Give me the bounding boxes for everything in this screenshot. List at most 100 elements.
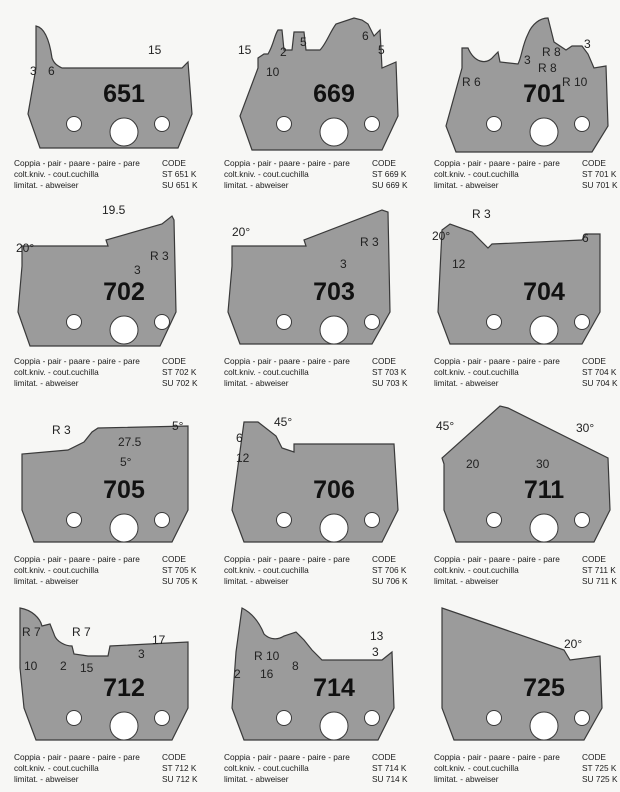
su-code: SU 712 K: [162, 774, 198, 784]
caption-limiter-label: limitat. - abweiser: [224, 378, 289, 388]
center-hole: [319, 315, 349, 345]
right-hole: [574, 512, 590, 528]
profile-number: 712: [103, 674, 145, 702]
caption-limiter-label: limitat. - abweiser: [434, 576, 499, 586]
dimension-label: 15: [238, 43, 252, 57]
caption-limiter-label: limitat. - abweiser: [14, 576, 79, 586]
left-hole: [66, 512, 82, 528]
dimension-label: R 7: [22, 625, 41, 639]
su-code: SU 701 K: [582, 180, 618, 190]
dimension-label: R 7: [72, 625, 91, 639]
caption-knife-label: colt.kniv. - cout.cuchilla: [434, 367, 519, 377]
caption-knife-label: colt.kniv. - cout.cuchilla: [224, 565, 309, 575]
dimension-label: 2: [60, 659, 67, 673]
code-header: CODE: [162, 554, 186, 564]
blade-profile-shape: [21, 425, 189, 543]
dimension-label: 20: [466, 457, 480, 471]
caption-pair-label: Coppia - pair - paare - paire - pare: [434, 158, 560, 168]
code-header: CODE: [162, 752, 186, 762]
caption-pair-label: Coppia - pair - paare - paire - pare: [14, 356, 140, 366]
su-code: SU 704 K: [582, 378, 618, 388]
dimension-label: R 8: [542, 45, 561, 59]
caption-pair-label: Coppia - pair - paare - paire - pare: [14, 752, 140, 762]
st-code: ST 706 K: [372, 565, 407, 575]
left-hole: [276, 116, 292, 132]
blade-profile-shape: [445, 17, 609, 153]
code-header: CODE: [162, 158, 186, 168]
profile-caption: Coppia - pair - paare - paire - pare CODE…: [14, 752, 210, 786]
code-header: CODE: [582, 554, 606, 564]
right-hole: [574, 116, 590, 132]
right-hole: [364, 116, 380, 132]
dimension-label: 3: [134, 263, 141, 277]
left-hole: [276, 710, 292, 726]
caption-limiter-label: limitat. - abweiser: [224, 774, 289, 784]
st-code: ST 703 K: [372, 367, 407, 377]
left-hole: [486, 710, 502, 726]
su-code: SU 725 K: [582, 774, 618, 784]
dimension-label: 45°: [436, 419, 454, 433]
dimension-label: 5: [300, 35, 307, 49]
caption-limiter-label: limitat. - abweiser: [14, 378, 79, 388]
profile-number: 701: [523, 80, 565, 108]
center-hole: [319, 513, 349, 543]
profile-number: 725: [523, 674, 565, 702]
profile-number: 702: [103, 278, 145, 306]
dimension-label: R 3: [150, 249, 169, 263]
st-code: ST 705 K: [162, 565, 197, 575]
caption-pair-label: Coppia - pair - paare - paire - pare: [434, 752, 560, 762]
blade-profile-shape: [27, 25, 193, 149]
su-code: SU 711 K: [582, 576, 617, 586]
left-hole: [66, 116, 82, 132]
caption-pair-label: Coppia - pair - paare - paire - pare: [434, 356, 560, 366]
caption-knife-label: colt.kniv. - cout.cuchilla: [14, 169, 99, 179]
caption-limiter-label: limitat. - abweiser: [14, 774, 79, 784]
dimension-label: 8: [292, 659, 299, 673]
right-hole: [364, 710, 380, 726]
caption-limiter-label: limitat. - abweiser: [224, 180, 289, 190]
right-hole: [154, 116, 170, 132]
dimension-label: 6: [236, 431, 243, 445]
caption-pair-label: Coppia - pair - paare - paire - pare: [224, 158, 350, 168]
st-code: ST 702 K: [162, 367, 197, 377]
st-code: ST 651 K: [162, 169, 197, 179]
dimension-label: 12: [452, 257, 466, 271]
code-header: CODE: [162, 356, 186, 366]
code-header: CODE: [372, 554, 396, 564]
code-header: CODE: [372, 356, 396, 366]
dimension-label: 17: [152, 633, 166, 647]
st-code: ST 711 K: [582, 565, 616, 575]
su-code: SU 714 K: [372, 774, 408, 784]
st-code: ST 714 K: [372, 763, 407, 773]
st-code: ST 704 K: [582, 367, 617, 377]
profile-number: 711: [524, 476, 564, 504]
su-code: SU 702 K: [162, 378, 198, 388]
dimension-label: 12: [236, 451, 250, 465]
dimension-label: 3: [30, 64, 37, 78]
dimension-label: 30: [536, 457, 550, 471]
dimension-label: R 3: [472, 207, 491, 221]
profile-number: 706: [313, 476, 355, 504]
profile-number: 714: [313, 674, 355, 702]
profile-number: 704: [523, 278, 565, 306]
dimension-label: 3: [340, 257, 347, 271]
dimension-label: 15: [148, 43, 162, 57]
dimension-label: 20°: [232, 225, 250, 239]
dimension-label: 27.5: [118, 435, 142, 449]
code-header: CODE: [582, 752, 606, 762]
